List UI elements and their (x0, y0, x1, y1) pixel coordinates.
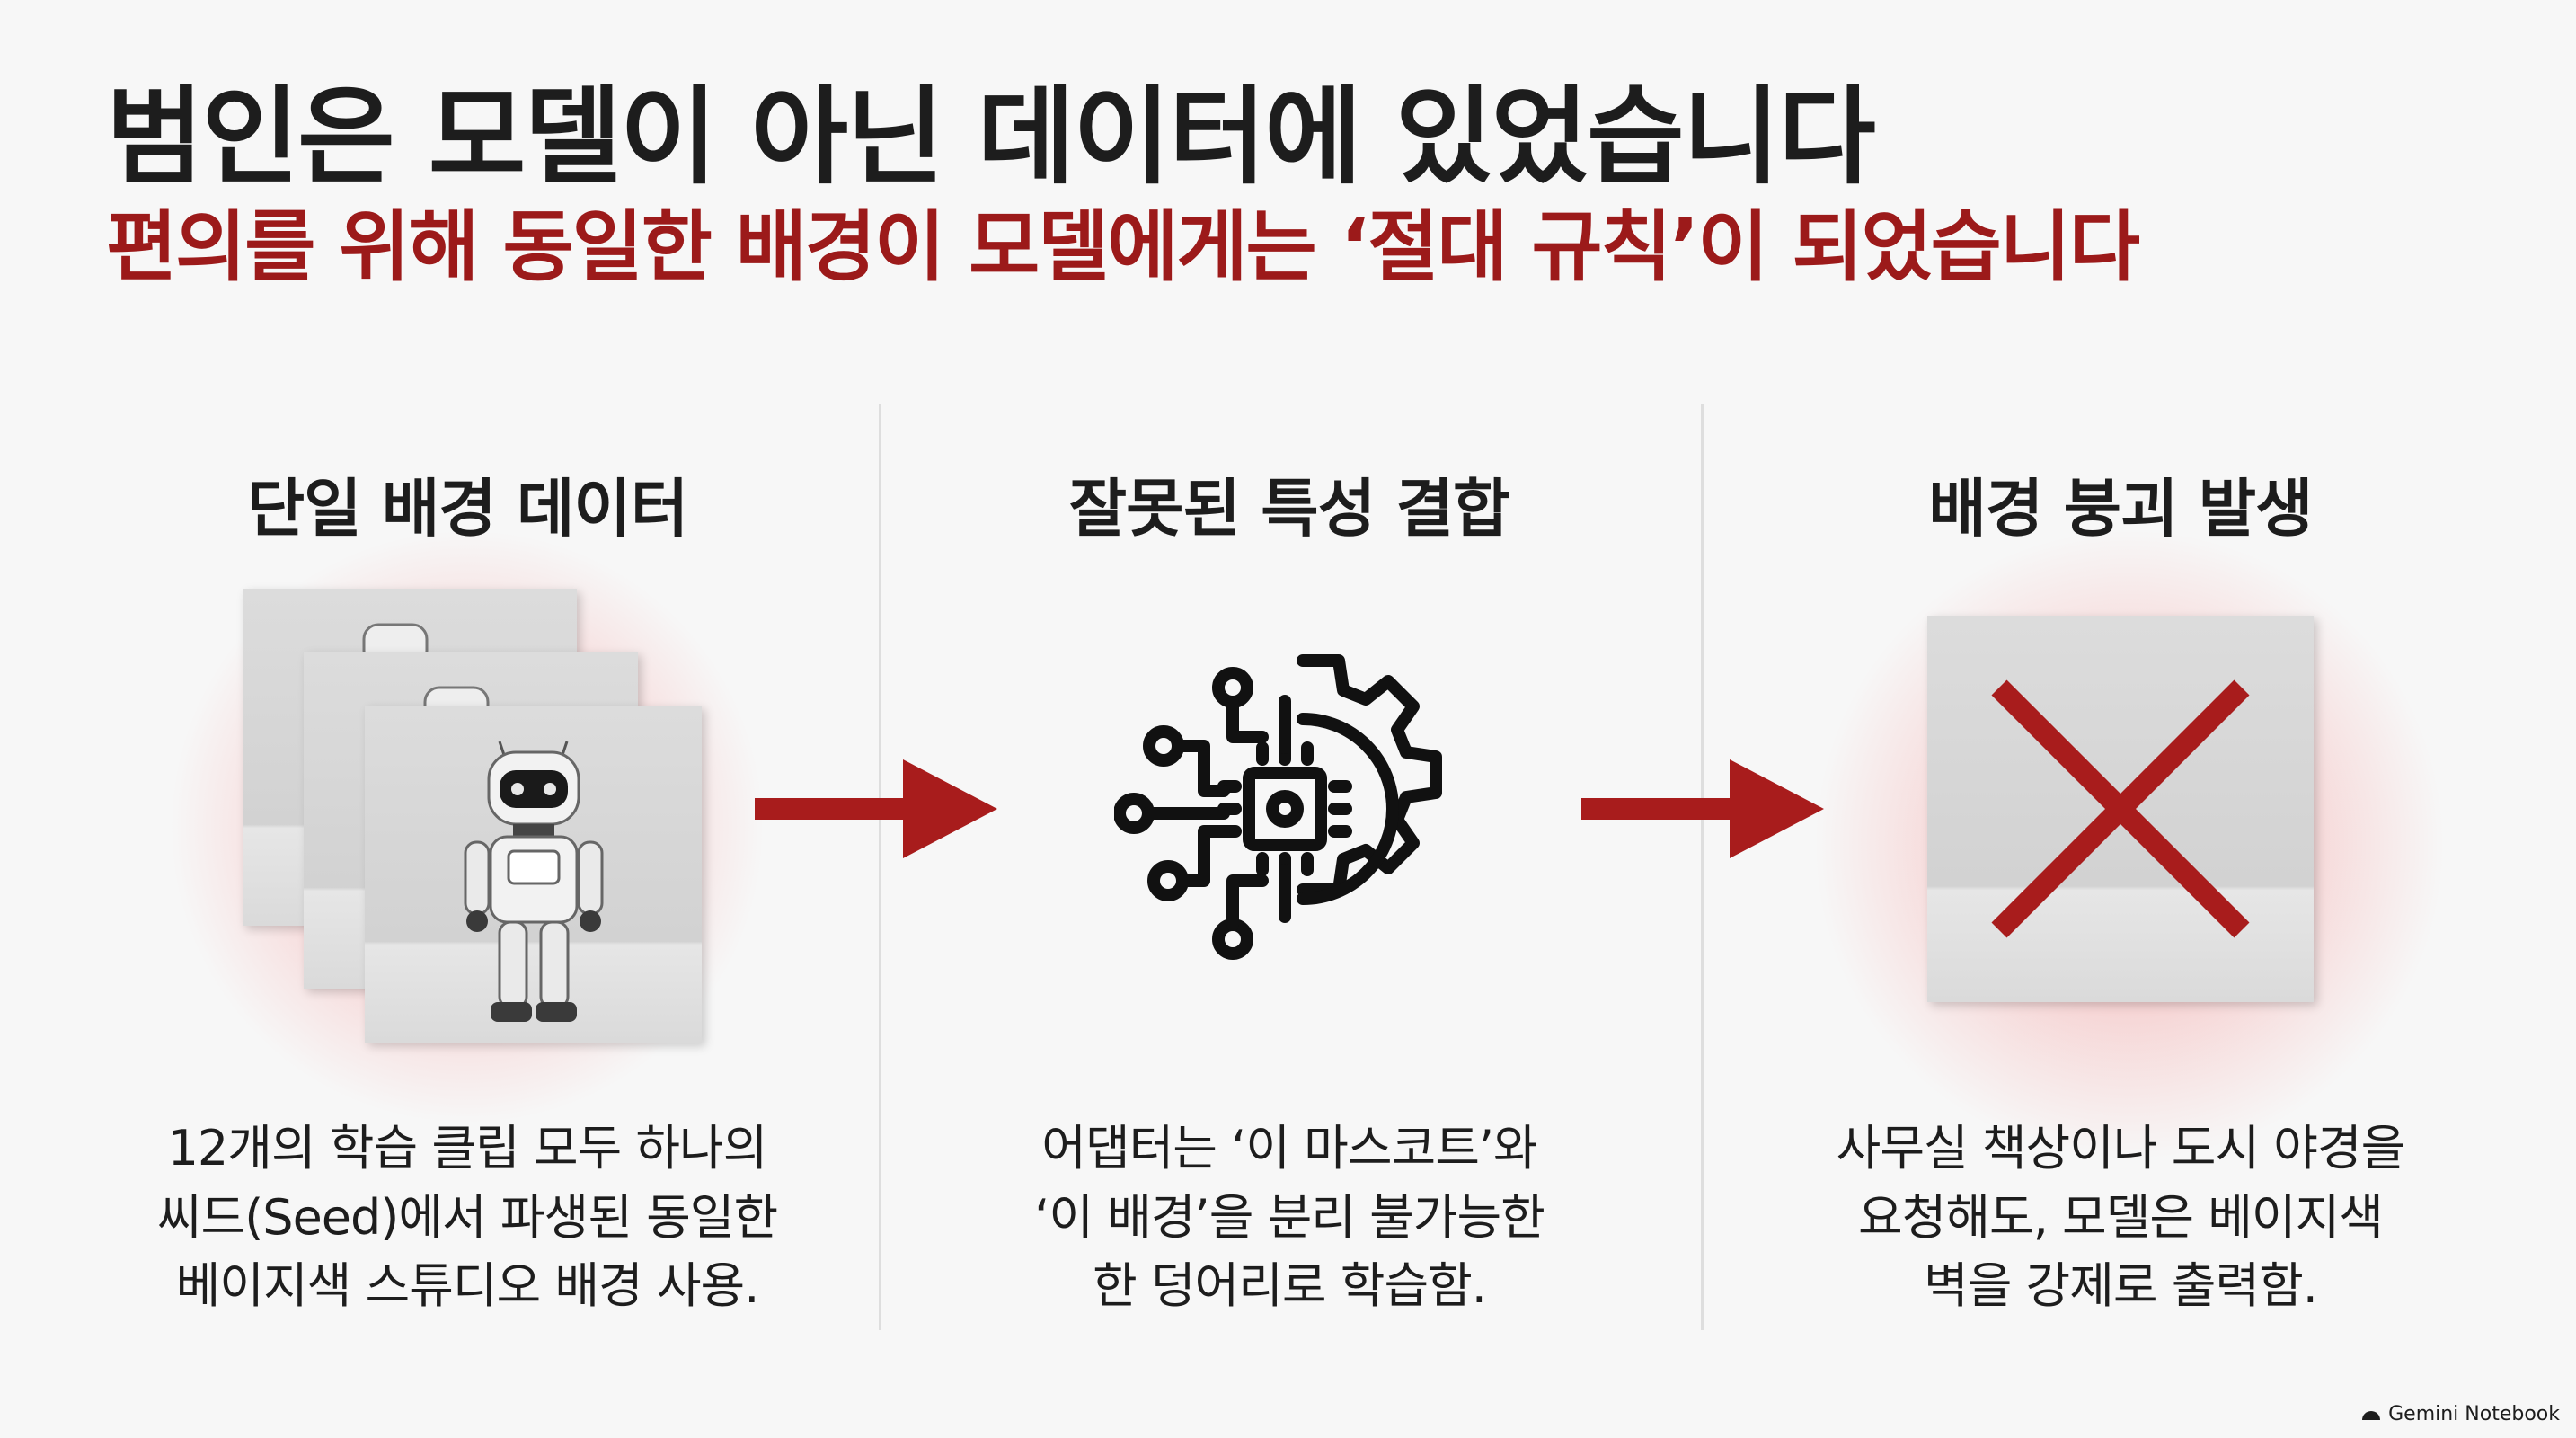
column-background-collapse: 배경 붕괴 발생 사무실 책상이나 도시 야경을 요청해도, 모델은 베이지색 … (1716, 422, 2525, 1314)
column-heading: 단일 배경 데이터 (246, 472, 689, 546)
description-line: 사무실 책상이나 도시 야경을 (1836, 1120, 2406, 1176)
page-title: 범인은 모델이 아닌 데이터에 있었습니다 (106, 75, 1876, 199)
robot-image-front (365, 706, 702, 1043)
collapsed-background-image (1927, 616, 2314, 1002)
column-heading: 배경 붕괴 발생 (1928, 472, 2313, 546)
arrow-right-icon (755, 759, 997, 858)
column-feature-coupling: 잘못된 특성 결합 어댑터는 (885, 422, 1694, 1314)
description-line: 한 덩어리로 학습함. (1093, 1257, 1487, 1315)
description-line: 12개의 학습 클립 모두 하나의 (167, 1120, 768, 1176)
column-single-background: 단일 배경 데이터 (63, 422, 872, 1314)
description-line: 베이지색 스튜디오 배경 사용. (175, 1257, 760, 1315)
robot-image (464, 741, 604, 1022)
column-description: 어댑터는 ‘이 마스코트’와 ‘이 배경’을 분리 불가능한 한 덩어리로 학습… (885, 1114, 1694, 1321)
divider-right (1701, 404, 1704, 1330)
cross-icon (1991, 679, 2250, 938)
column-description: 12개의 학습 클립 모두 하나의 씨드(Seed)에서 파생된 동일한 베이지… (63, 1114, 872, 1321)
notebook-logo-icon (2362, 1411, 2381, 1420)
divider-left (879, 404, 881, 1330)
page-subtitle: 편의를 위해 동일한 배경이 모델에게는 ‘절대 규칙’이 되었습니다 (106, 202, 2140, 292)
description-line: 어댑터는 ‘이 마스코트’와 (1041, 1120, 1537, 1176)
circuit-gear-icon (1114, 654, 1442, 960)
description-line: 요청해도, 모델은 베이지색 (1858, 1188, 2384, 1246)
arrow-right-icon (1581, 759, 1824, 858)
footer-brand: Gemini Notebook (2360, 1403, 2560, 1425)
stacked-robot-images (243, 589, 710, 1043)
footer-label: Gemini Notebook (2388, 1403, 2560, 1425)
description-line: ‘이 배경’을 분리 불가능한 (1034, 1188, 1545, 1246)
description-line: 벽을 강제로 출력함. (1924, 1257, 2318, 1315)
column-description: 사무실 책상이나 도시 야경을 요청해도, 모델은 베이지색 벽을 강제로 출력… (1716, 1114, 2525, 1321)
column-heading: 잘못된 특성 결합 (1068, 472, 1511, 546)
description-line: 씨드(Seed)에서 파생된 동일한 (156, 1188, 778, 1246)
